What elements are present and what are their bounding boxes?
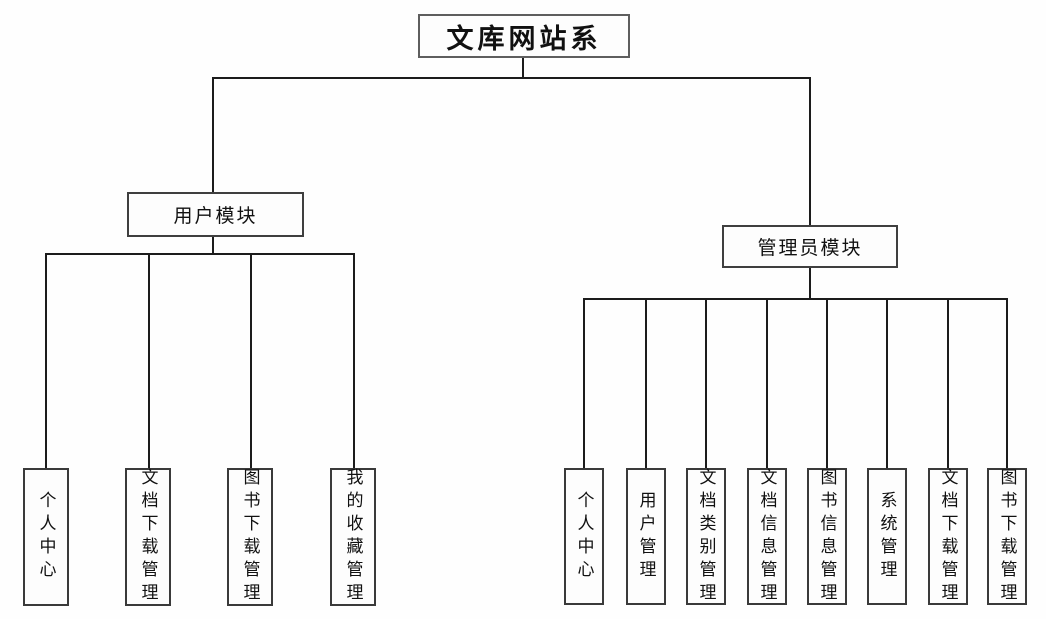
connector-line — [826, 298, 828, 468]
leaf-admin-doc-download-mgmt: 文档下载管理 — [928, 467, 968, 606]
leaf-label: 个人中心 — [574, 490, 594, 583]
connector-line — [45, 253, 355, 255]
connector-line — [45, 253, 47, 468]
leaf-admin-user-mgmt: 用户管理 — [626, 468, 666, 605]
root-node-system-title: 文库网站系 — [418, 14, 630, 58]
leaf-label: 用户管理 — [636, 490, 656, 583]
root-node-label: 文库网站系 — [446, 23, 602, 54]
leaf-label: 图书下载管理 — [997, 467, 1017, 606]
leaf-admin-doc-info-mgmt: 文档信息管理 — [747, 467, 787, 606]
connector-line — [947, 298, 949, 468]
connector-line — [886, 298, 888, 468]
connector-line — [212, 77, 214, 192]
leaf-label: 图书信息管理 — [817, 467, 837, 606]
leaf-label: 文档信息管理 — [757, 467, 777, 606]
admin-module-label: 管理员模块 — [757, 238, 863, 259]
leaf-admin-personal-center: 个人中心 — [564, 468, 604, 605]
connector-line — [809, 77, 811, 225]
leaf-label: 文档下载管理 — [938, 467, 958, 606]
leaf-user-doc-download-mgmt: 文档下载管理 — [125, 468, 171, 606]
leaf-label: 图书下载管理 — [240, 468, 260, 606]
connector-line — [148, 253, 150, 468]
leaf-admin-book-info-mgmt: 图书信息管理 — [807, 467, 847, 606]
connector-line — [1006, 298, 1008, 468]
connector-line — [522, 58, 524, 79]
connector-line — [809, 268, 811, 300]
connector-line — [212, 237, 214, 255]
leaf-user-book-download-mgmt: 图书下载管理 — [227, 468, 273, 606]
connector-line — [766, 298, 768, 468]
leaf-admin-system-mgmt: 系统管理 — [867, 468, 907, 605]
leaf-label: 系统管理 — [877, 490, 897, 583]
leaf-label: 个人中心 — [36, 491, 56, 583]
connector-line — [353, 253, 355, 468]
leaf-label: 我的收藏管理 — [343, 468, 363, 606]
connector-line — [212, 77, 811, 79]
connector-line — [705, 298, 707, 468]
leaf-admin-book-download-mgmt: 图书下载管理 — [987, 467, 1027, 606]
connector-line — [250, 253, 252, 468]
leaf-user-favorites-mgmt: 我的收藏管理 — [330, 468, 376, 606]
connector-line — [645, 298, 647, 468]
admin-module-node: 管理员模块 — [722, 225, 898, 268]
leaf-label: 文档下载管理 — [138, 468, 158, 606]
connector-line — [583, 298, 1008, 300]
user-module-label: 用户模块 — [173, 206, 258, 227]
connector-line — [583, 298, 585, 468]
leaf-user-personal-center: 个人中心 — [23, 468, 69, 606]
user-module-node: 用户模块 — [127, 192, 304, 237]
leaf-admin-doc-category-mgmt: 文档类别管理 — [686, 467, 726, 606]
leaf-label: 文档类别管理 — [696, 467, 716, 606]
